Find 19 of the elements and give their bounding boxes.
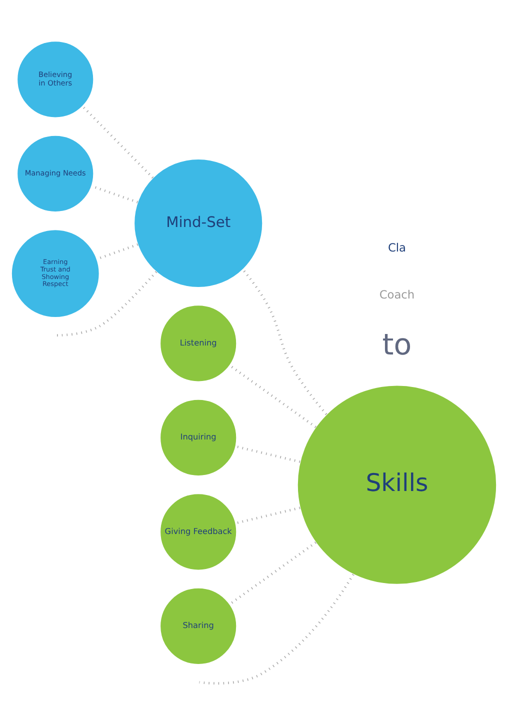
connector [229,364,316,428]
node-circle: Managing Needs [16,135,94,212]
connector [235,445,300,463]
node-circle: Listening [160,304,237,382]
node-circle: Sharing [160,588,237,665]
label: Coach [379,288,415,302]
connector [229,542,316,606]
node-circle: Inquiring [160,399,237,476]
connector [235,506,300,524]
connector [199,574,354,685]
connector [82,106,154,179]
node-circle: Mind-Set [134,158,263,288]
node-circle: Believing in Others [16,40,94,118]
node-circle: Giving Feedback [160,493,237,571]
node-circle: Skills [297,384,497,585]
connector [242,268,328,416]
label: to [382,328,412,362]
connector [56,271,158,337]
label: Cla [388,240,406,254]
